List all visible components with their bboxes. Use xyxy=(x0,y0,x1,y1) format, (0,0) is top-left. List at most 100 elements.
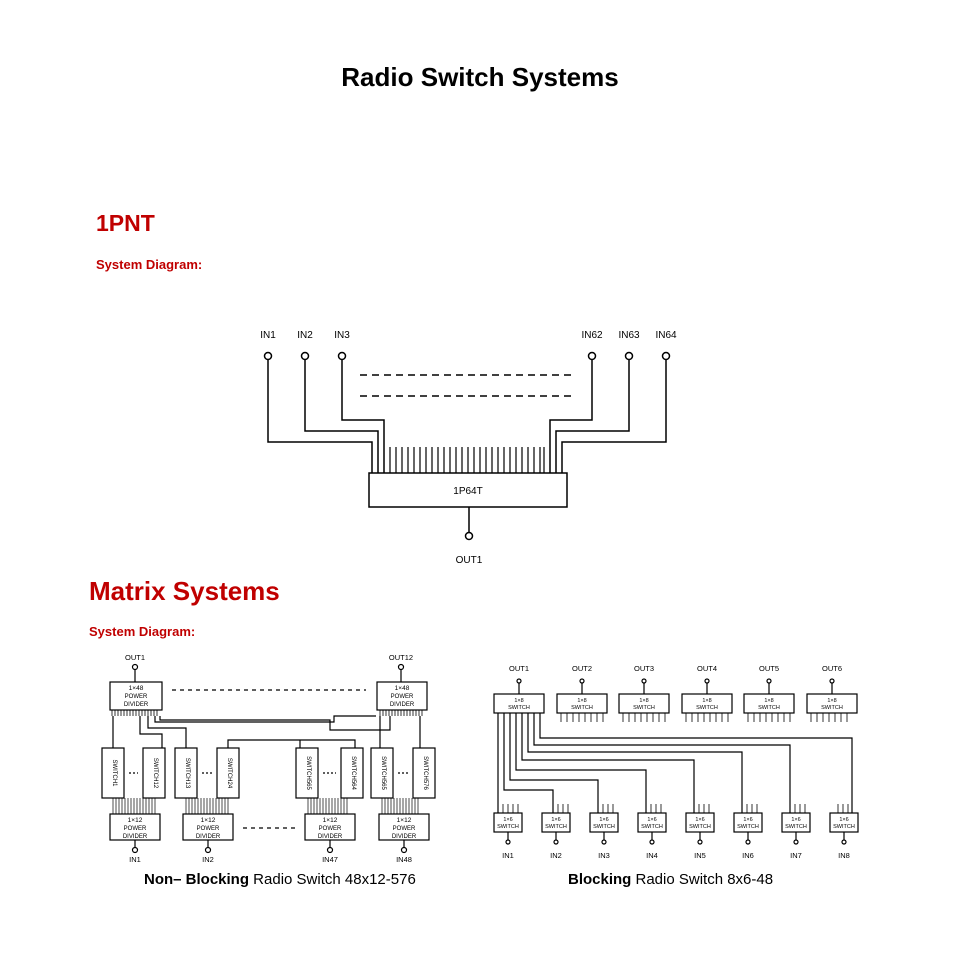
switch-label: SWITCH xyxy=(641,824,663,830)
switch-label: 1×6 xyxy=(791,817,800,823)
out1-connector xyxy=(464,531,474,541)
divider-label: DIVIDER xyxy=(392,834,417,840)
out3-connector xyxy=(641,678,647,684)
route-wire xyxy=(159,716,391,731)
in63-connector xyxy=(624,351,634,361)
switch-label: SWITCH xyxy=(689,824,711,830)
input-label: IN62 xyxy=(581,330,603,341)
switch-label: SWITCH576 xyxy=(422,756,428,790)
switch-label: 1×6 xyxy=(551,817,560,823)
route-wire xyxy=(521,713,695,813)
route-wire xyxy=(227,739,356,748)
input-label: IN63 xyxy=(618,330,640,341)
in3-connector xyxy=(337,351,347,361)
switch-label: 1×8 xyxy=(764,698,773,704)
switch-label: 1×6 xyxy=(839,817,848,823)
switch-label: SWITCH xyxy=(785,824,807,830)
in48-connector xyxy=(400,846,408,854)
caption-blocking: Blocking Radio Switch 8x6-48 xyxy=(568,871,773,888)
caption-nonblocking: Non– Blocking Radio Switch 48x12-576 xyxy=(144,871,416,888)
switch-box xyxy=(340,747,364,799)
switch-label: 1×6 xyxy=(695,817,704,823)
in62-connector xyxy=(587,351,597,361)
switch-label: 1×6 xyxy=(743,817,752,823)
input-label: IN8 xyxy=(838,851,850,860)
divider-label: POWER xyxy=(319,826,342,832)
diagram-1pnt xyxy=(263,351,671,541)
switch-label: 1×6 xyxy=(647,817,656,823)
switch-label: SWITCH xyxy=(633,705,655,711)
switch-label: SWITCH24 xyxy=(226,758,232,789)
in63-wire xyxy=(555,360,630,473)
switch-box-out5 xyxy=(743,693,795,714)
output-label: OUT3 xyxy=(634,664,654,673)
route-wire xyxy=(527,713,743,813)
out1-connector xyxy=(516,678,522,684)
switch-box-out2 xyxy=(556,693,608,714)
switch-box-out4 xyxy=(681,693,733,714)
caption-bold: Non– Blocking xyxy=(144,871,250,888)
in62-wire xyxy=(549,360,593,473)
divider-label: POWER xyxy=(197,826,220,832)
output-label: OUT6 xyxy=(822,664,842,673)
diagram-nonblocking xyxy=(101,663,436,854)
divider-label: DIVIDER xyxy=(318,834,343,840)
input-label: IN7 xyxy=(790,851,802,860)
caption-rest: Radio Switch 8x6-48 xyxy=(631,871,774,888)
switch-label: SWITCH565 xyxy=(305,756,311,790)
switch-label: SWITCH xyxy=(571,705,593,711)
switch-label: SWITCH xyxy=(545,824,567,830)
diagram-blocking-labels: OUT1 OUT2 OUT3 OUT4 OUT5 OUT6 1×8 SWITCH… xyxy=(497,664,855,860)
divider-label: POWER xyxy=(393,826,416,832)
switch-label: SWITCH xyxy=(497,824,519,830)
input-label: IN1 xyxy=(129,855,141,864)
input-label: IN6 xyxy=(742,851,754,860)
switch-label: 1×8 xyxy=(827,698,836,704)
divider-label: DIVIDER xyxy=(196,834,221,840)
switch-label: 1×8 xyxy=(577,698,586,704)
input-label: IN47 xyxy=(322,855,338,864)
in1-connector xyxy=(263,351,273,361)
out4-connector xyxy=(704,678,710,684)
input-label: IN5 xyxy=(694,851,706,860)
switch-label: SWITCH xyxy=(508,705,530,711)
switch-label: SWITCH1 xyxy=(111,760,117,788)
caption-bold: Blocking xyxy=(568,871,632,888)
switch-box-out6 xyxy=(806,693,858,714)
divider-label: DIVIDER xyxy=(123,834,148,840)
output-label: OUT4 xyxy=(697,664,717,673)
divider-label: 1×12 xyxy=(323,817,338,824)
switch-box xyxy=(142,747,166,799)
out2-connector xyxy=(579,678,585,684)
in64-connector xyxy=(661,351,671,361)
input-label: IN64 xyxy=(655,330,677,341)
switch-label: SWITCH xyxy=(696,705,718,711)
switch-label: SWITCH13 xyxy=(184,758,190,789)
page-title: Radio Switch Systems xyxy=(341,62,619,92)
divider-label: POWER xyxy=(391,694,414,700)
switch-label: SWITCH xyxy=(821,705,843,711)
switch-label: SWITCH xyxy=(758,705,780,711)
in3-wire xyxy=(341,360,385,473)
input-label: IN48 xyxy=(396,855,412,864)
input-label: IN1 xyxy=(260,330,276,341)
switch-label: 1×8 xyxy=(639,698,648,704)
input-label: IN2 xyxy=(550,851,562,860)
input-label: IN4 xyxy=(646,851,658,860)
out1-connector xyxy=(131,663,139,671)
switch-box-out1 xyxy=(493,693,545,714)
route-wire xyxy=(533,713,791,813)
route-wire xyxy=(509,713,599,813)
output-label: OUT12 xyxy=(389,653,413,662)
in1-wire xyxy=(267,360,373,473)
switch-label: 1×6 xyxy=(599,817,608,823)
diagram-1pnt-labels: IN1 IN2 IN3 IN62 IN63 IN64 1P64T OUT1 xyxy=(260,330,677,566)
input-label: IN2 xyxy=(202,855,214,864)
route-wire xyxy=(515,713,647,813)
section-subheading-matrix: System Diagram: xyxy=(89,624,196,639)
switch-box xyxy=(412,747,436,799)
switch-label: SWITCH564 xyxy=(350,756,356,790)
in47-connector xyxy=(326,846,334,854)
switch-label: 1P64T xyxy=(453,486,482,497)
